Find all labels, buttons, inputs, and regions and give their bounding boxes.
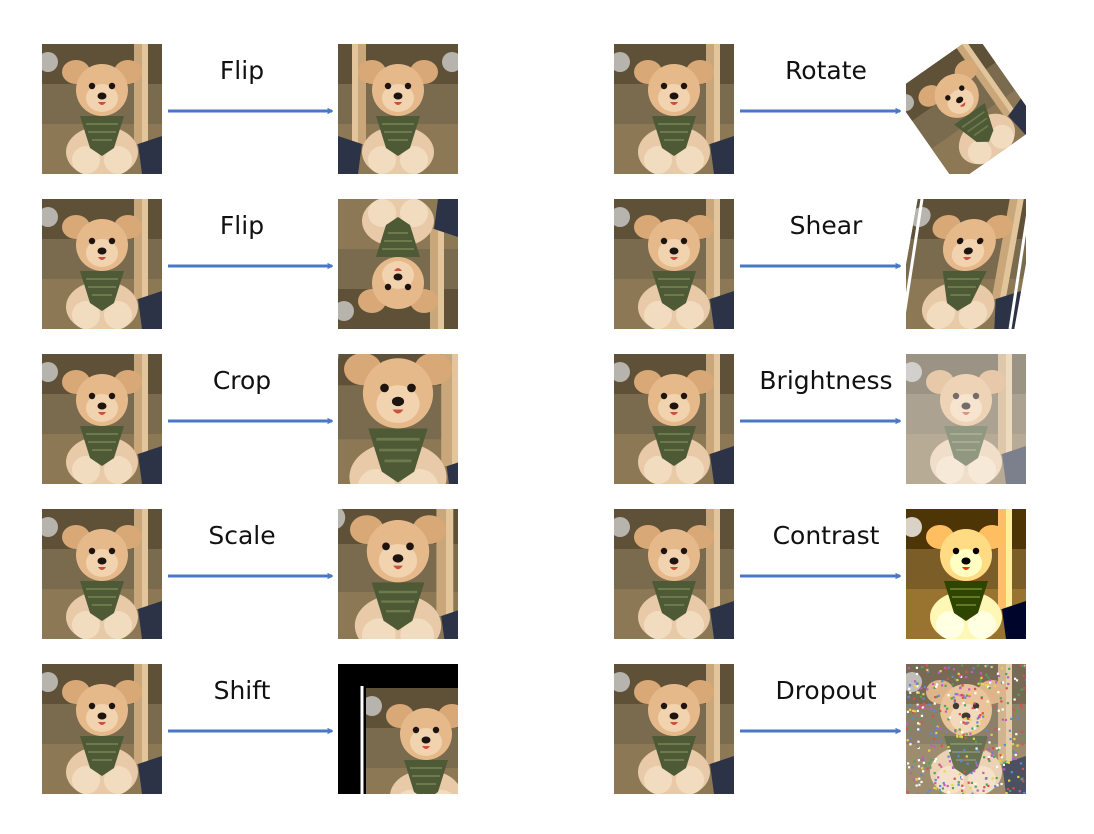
augmented-image-rotate	[906, 44, 1026, 174]
augmented-image-flip-horizontal	[338, 44, 458, 174]
augmented-image-crop	[338, 354, 458, 484]
augmented-image-brightness	[906, 354, 1026, 484]
original-image	[614, 354, 734, 484]
augmented-image-dropout	[906, 664, 1026, 794]
augmentation-label: Scale	[208, 521, 275, 550]
augmentation-pair-contrast: Contrast	[614, 509, 1026, 639]
augmented-image-contrast	[906, 509, 1026, 639]
augmentation-pair-dropout: Dropout	[614, 664, 1026, 794]
original-image	[42, 44, 162, 174]
augmentation-label: Flip	[220, 211, 264, 240]
augmentation-label: Crop	[213, 366, 271, 395]
augmented-image-flip-vertical	[338, 199, 458, 329]
augmentation-pair-flip-vertical: Flip	[42, 199, 458, 329]
augmentation-label: Rotate	[785, 56, 867, 85]
augmentation-pair-crop: Crop	[42, 354, 458, 484]
original-image	[42, 354, 162, 484]
original-image	[614, 199, 734, 329]
original-image	[614, 509, 734, 639]
original-image	[42, 509, 162, 639]
augmentation-pair-shear: Shear	[614, 199, 1026, 329]
augmented-image-shear	[906, 199, 1026, 329]
augmentation-pair-shift: Shift	[42, 664, 458, 794]
original-image	[614, 44, 734, 174]
original-image	[614, 664, 734, 794]
original-image	[42, 199, 162, 329]
augmentation-label: Shear	[790, 211, 863, 240]
augmentation-label: Flip	[220, 56, 264, 85]
augmentation-pair-scale: Scale	[42, 509, 458, 639]
augmentation-pair-brightness: Brightness	[614, 354, 1026, 484]
augmented-image-shift	[338, 664, 458, 794]
augmentation-label: Contrast	[773, 521, 880, 550]
original-image	[42, 664, 162, 794]
augmentation-label: Shift	[214, 676, 271, 705]
augmentation-label: Brightness	[759, 366, 892, 395]
augmentation-pair-rotate: Rotate	[614, 44, 1026, 174]
augmented-image-scale	[338, 509, 458, 639]
augmentation-pair-flip-horizontal: Flip	[42, 44, 458, 174]
augmentation-label: Dropout	[775, 676, 876, 705]
